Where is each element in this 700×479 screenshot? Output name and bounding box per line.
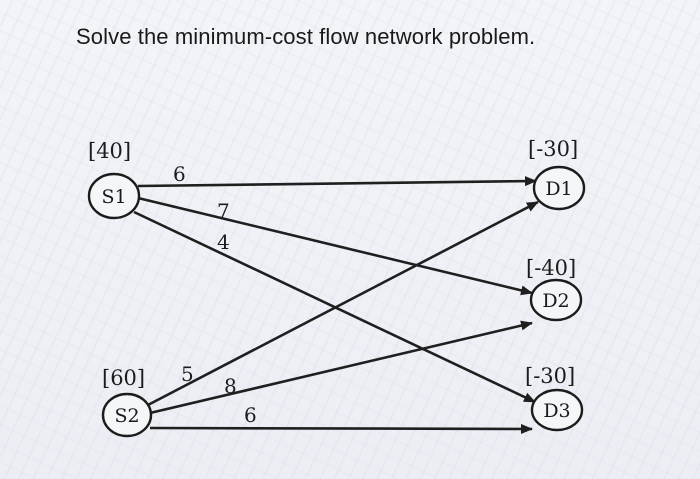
demand-label-d1: [-30] bbox=[528, 137, 578, 161]
supply-label-s1: [40] bbox=[88, 139, 131, 163]
node-label-s2: S2 bbox=[114, 405, 139, 427]
node-d3: D3 bbox=[530, 388, 584, 432]
node-d2: D2 bbox=[529, 278, 583, 322]
cost-label-s1-d3: 4 bbox=[217, 230, 230, 254]
node-label-d1: D1 bbox=[545, 178, 572, 200]
node-s2: S2 bbox=[101, 392, 153, 438]
arc-s1-d2 bbox=[137, 196, 533, 296]
cost-label-s2-d2: 8 bbox=[224, 374, 237, 398]
demand-label-d2: [-40] bbox=[526, 256, 576, 280]
question-text: Solve the minimum-cost flow network prob… bbox=[76, 24, 536, 49]
node-s1: S1 bbox=[87, 172, 141, 220]
arc-s2-d3 bbox=[149, 423, 533, 434]
node-label-d3: D3 bbox=[543, 400, 570, 422]
node-label-d2: D2 bbox=[542, 290, 569, 312]
cost-label-s2-d3: 6 bbox=[244, 403, 257, 427]
supply-label-s2: [60] bbox=[102, 366, 145, 390]
arc-s2-d1 bbox=[145, 200, 539, 408]
demand-label-d3: [-30] bbox=[525, 364, 575, 388]
node-label-s1: S1 bbox=[101, 186, 126, 208]
cost-label-s1-d2: 7 bbox=[217, 199, 230, 223]
cost-label-s1-d1: 6 bbox=[173, 162, 186, 186]
node-d1: D1 bbox=[532, 165, 586, 211]
arc-s2-d2 bbox=[149, 320, 533, 415]
arc-s1-d1 bbox=[137, 176, 537, 188]
cost-label-s2-d1: 5 bbox=[181, 362, 194, 386]
